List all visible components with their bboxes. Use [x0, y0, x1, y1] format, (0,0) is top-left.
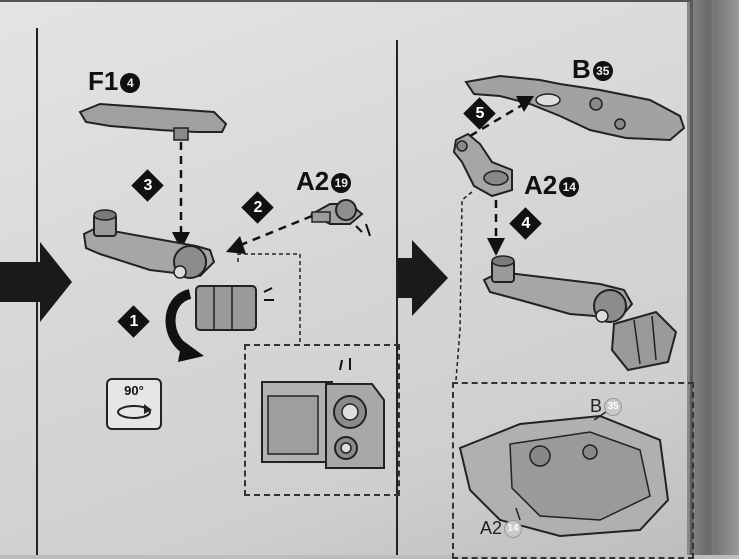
top-rule — [0, 0, 690, 2]
rotate-icon — [117, 404, 152, 419]
part-a2-14-drawing — [452, 132, 513, 198]
part-number-badge: 14 — [504, 520, 523, 539]
step-5-marker: 5 — [463, 97, 496, 130]
part-letter: A2 — [296, 166, 330, 196]
step-4-marker: 4 — [509, 207, 542, 240]
page-edge-line — [690, 0, 693, 555]
step-1-marker: 1 — [117, 305, 150, 338]
right-assembly-drawing — [482, 255, 678, 372]
part-letter: B — [590, 396, 603, 416]
left-detail-box — [244, 344, 400, 496]
part-number-badge: 35 — [592, 61, 613, 82]
step-3-marker: 3 — [131, 169, 164, 202]
right-detail-drawing — [458, 411, 670, 538]
part-b35-drawing — [464, 74, 686, 142]
part-number-badge: 35 — [604, 398, 623, 417]
part-letter: A2 — [524, 170, 558, 200]
part-letter: B — [572, 54, 591, 84]
flow-arrow-right — [398, 240, 448, 316]
left-detail-drawing — [261, 358, 385, 469]
part-number-badge: 19 — [331, 173, 352, 194]
rotation-indicator: 90° — [106, 378, 162, 430]
part-f1-drawing — [78, 102, 228, 141]
part-number-badge: 14 — [559, 177, 580, 198]
main-assembly-drawing — [82, 209, 371, 362]
part-letter: A2 — [480, 518, 503, 538]
panel-divider-middle — [396, 40, 398, 555]
flow-arrow-left — [0, 242, 72, 322]
part-letter: F1 — [88, 66, 119, 96]
step-2-marker: 2 — [241, 191, 274, 224]
rotation-label: 90° — [124, 383, 144, 398]
page-edge-line — [712, 0, 715, 555]
part-number-badge: 4 — [120, 73, 141, 94]
part-a2-19-drawing — [309, 199, 364, 225]
